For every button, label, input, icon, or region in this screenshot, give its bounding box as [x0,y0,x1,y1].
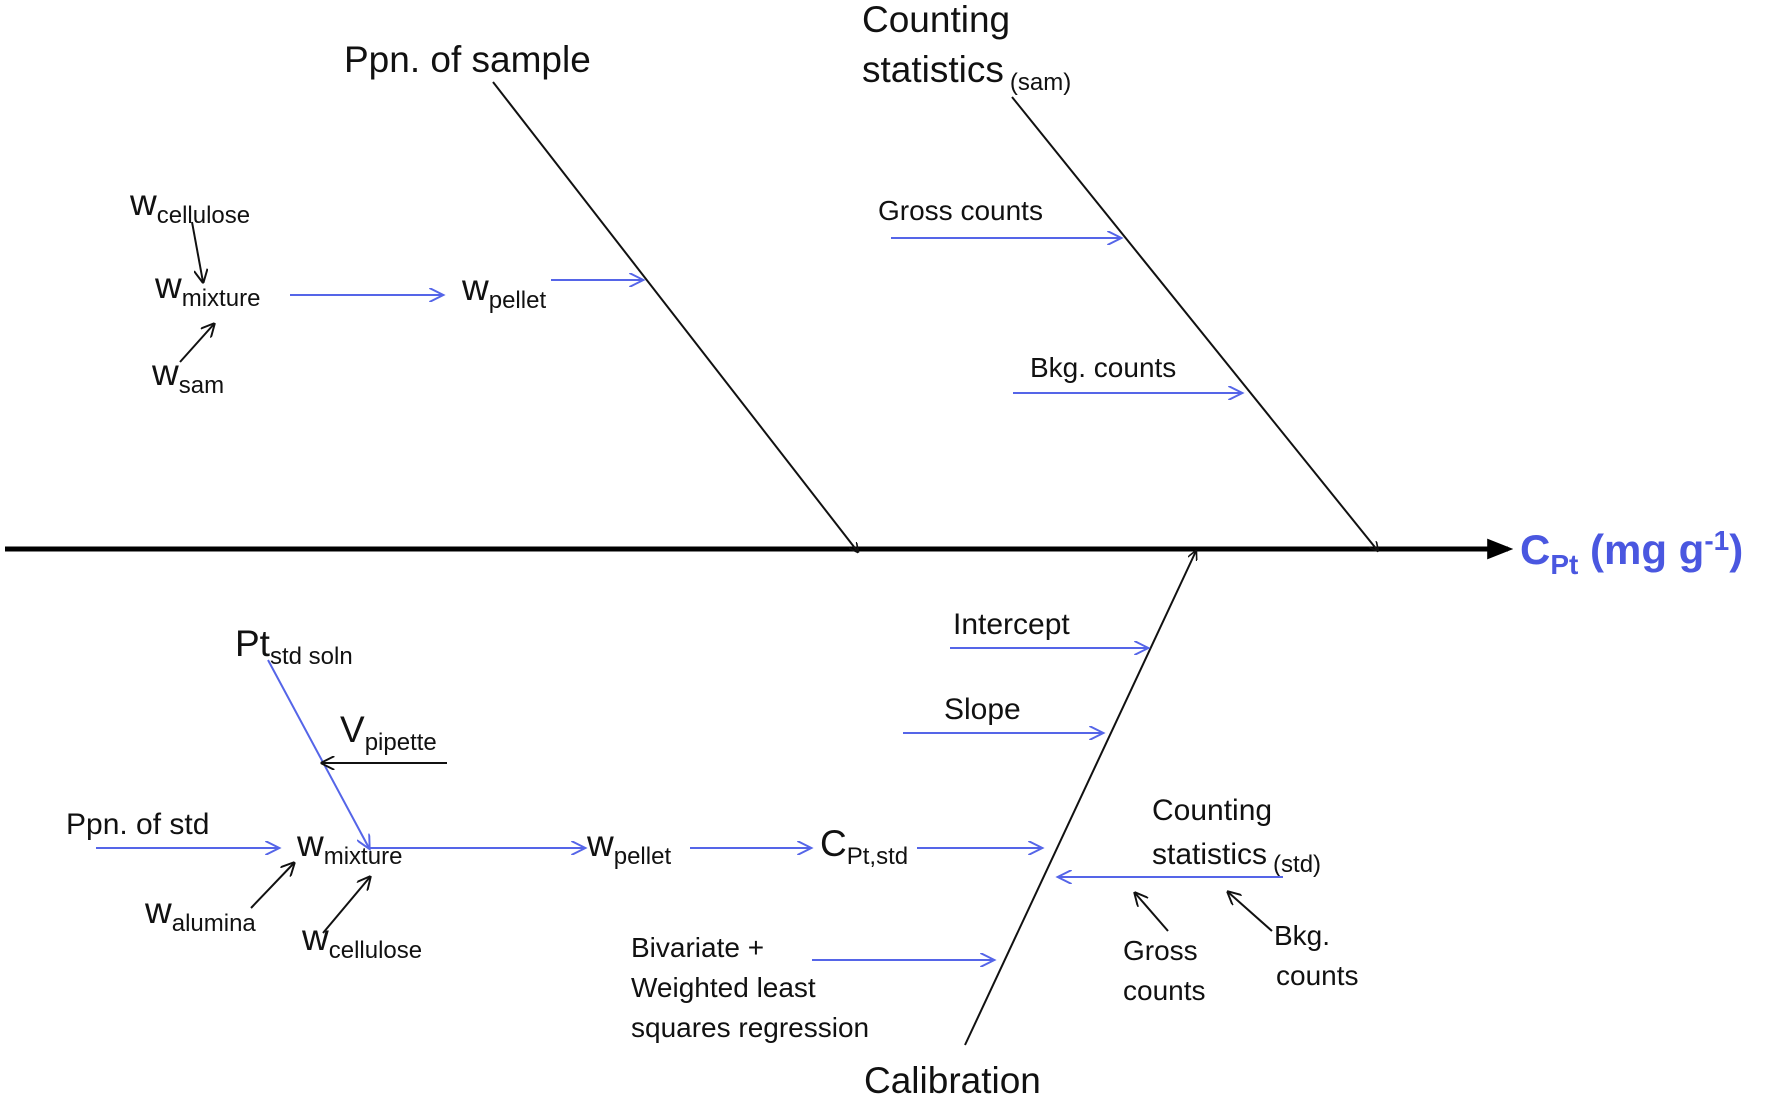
counting-sam-branch-line [1011,96,1378,551]
sample-branch-title: Ppn. of sample [344,39,591,80]
calibration-regression-line3: squares regression [631,1012,869,1043]
output-exp: -1 [1704,525,1729,556]
counting-sam-gross-label: Gross counts [878,195,1043,226]
calibration-counting-line1: Counting [1152,794,1272,827]
calibration-regression-line2: Weighted least [631,972,816,1003]
sample-branch-line [492,81,858,552]
sample-w-pellet: wpellet [461,267,546,314]
counting-sam-bkg-label: Bkg. counts [1030,352,1176,383]
output-main: C [1520,526,1550,573]
std-w-alumina: walumina [144,890,256,937]
std-branch-title: Ppn. of std [66,808,209,841]
counting-sam-title-line1: Counting [862,0,1010,40]
output-unit: (mg g [1578,526,1704,573]
calibration-regression-line1: Bivariate + [631,932,764,963]
calibration-intercept-label: Intercept [953,608,1070,641]
counting-sam-title-line2: statistics(sam) [862,49,1071,96]
sample-w-mixture: wmixture [154,265,260,312]
calibration-bkg-line1: Bkg. [1274,920,1330,951]
std-alumina-arrow [250,863,294,909]
calibration-bkg-line2: counts [1276,960,1359,991]
std-w-mixture: wmixture [296,823,402,870]
output-close: ) [1729,526,1743,573]
output-sub: Pt [1550,549,1578,580]
std-pt-arrow [267,659,369,848]
calibration-bkg-arrow [1228,892,1273,932]
std-c-pt-std: CPt,std [820,823,908,870]
calibration-gross-line2: counts [1123,975,1206,1006]
output-label: CPt (mg g-1) [1520,525,1743,580]
std-w-cellulose: wcellulose [301,917,422,964]
sample-w-cellulose: wcellulose [129,182,250,229]
calibration-slope-label: Slope [944,693,1021,726]
calibration-title: Calibration [864,1060,1041,1099]
std-cellulose-arrow [322,877,370,934]
sample-w-sam: wsam [151,352,224,399]
sample-sam-arrow [179,324,214,363]
sample-cellulose-arrow [191,221,203,282]
std-w-pellet: wpellet [586,823,671,870]
calibration-counting-line2: statistics(std) [1152,838,1321,878]
calibration-gross-arrow [1135,893,1169,932]
calibration-gross-line1: Gross [1123,935,1198,966]
std-pt-std-soln: Ptstd soln [235,623,353,670]
std-v-pipette: Vpipette [340,709,437,756]
calibration-branch-line [964,551,1196,1046]
